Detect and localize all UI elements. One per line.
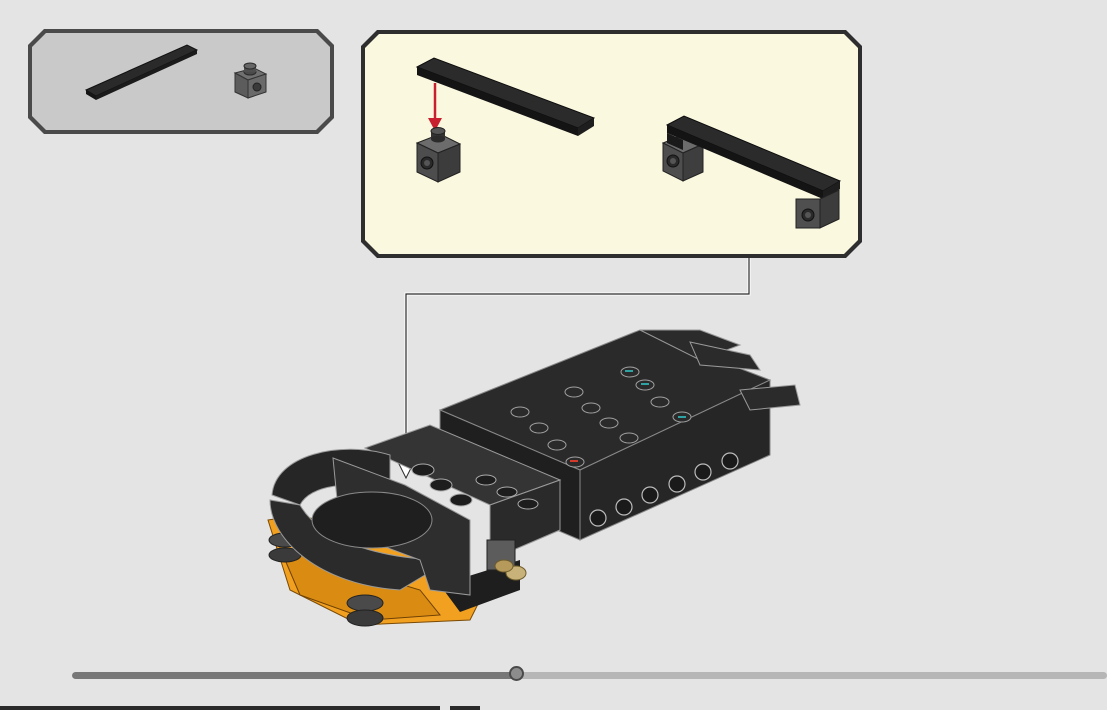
page-edge-bar — [0, 706, 440, 710]
progress-slider-thumb[interactable] — [509, 666, 524, 681]
progress-slider-track[interactable] — [72, 672, 1107, 679]
progress-slider-fill — [72, 672, 517, 679]
main-model — [268, 330, 800, 626]
sub-assembly-panel — [361, 30, 862, 258]
page-edge-bar-small — [450, 706, 480, 710]
parts-callout-panel — [28, 29, 334, 134]
